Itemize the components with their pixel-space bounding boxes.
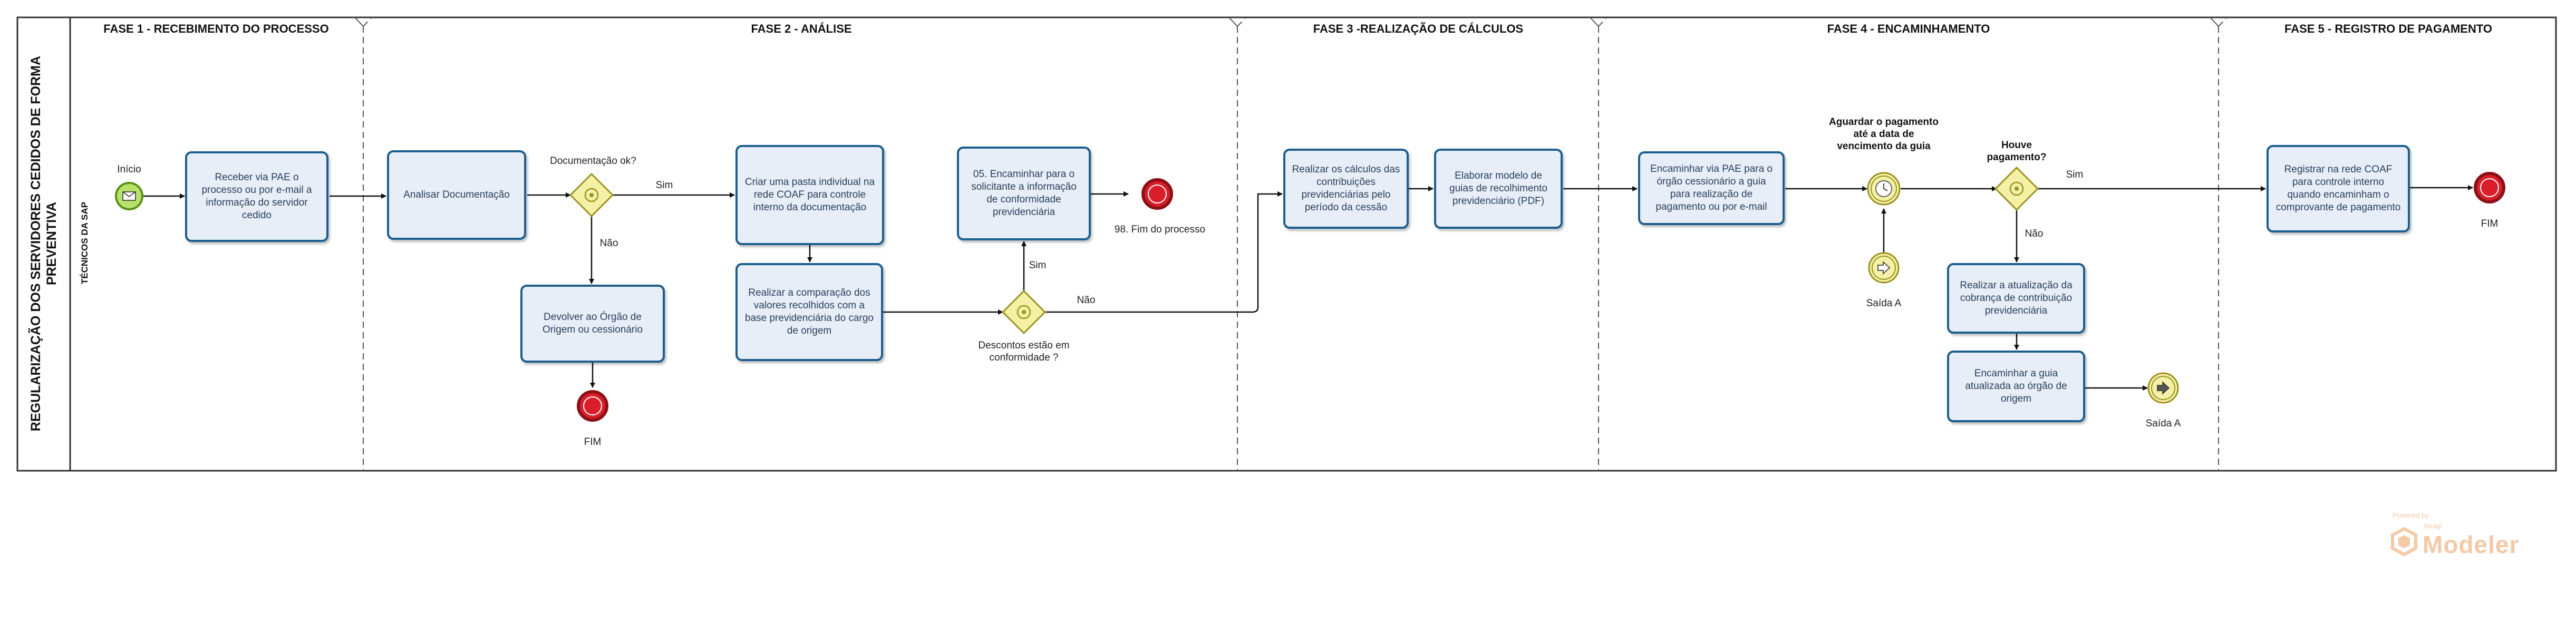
task-receber-processo[interactable]: Receber via PAE o processo ou por e-mail… — [185, 151, 328, 242]
task-encaminhar-guia[interactable]: Encaminhar a guia atualizada ao órgão de… — [1947, 351, 2085, 422]
phase-dividers — [354, 17, 2228, 471]
end-event-fim-2-label: FIM — [2481, 218, 2498, 229]
task-devolver-orgao[interactable]: Devolver ao Órgão de Origem ou cessionár… — [520, 285, 665, 363]
end-event-fim-1[interactable] — [577, 390, 608, 422]
phase-title-4: FASE 4 - ENCAMINHAMENTO — [1827, 22, 1990, 35]
gateway-houve-pagamento-label: Houve pagamento? — [1987, 140, 2047, 163]
flow-label-nao-2: Não — [1077, 295, 1096, 306]
pool-frame — [16, 16, 2557, 472]
task-encaminhar-solicitante[interactable]: 05. Encaminhar para o solicitante a info… — [957, 147, 1091, 240]
gateway-descontos-label: Descontos estão em conformidade ? — [978, 340, 1070, 363]
link-catch-event-label: Saída A — [1866, 298, 1902, 309]
watermark-brand-small: bizagi — [2424, 522, 2442, 530]
task-elaborar-modelo[interactable]: Elaborar modelo de guias de recolhimento… — [1434, 149, 1563, 229]
task-realizar-comparacao[interactable]: Realizar a comparação dos valores recolh… — [735, 263, 883, 361]
task-realizar-atualizacao[interactable]: Realizar a atualização da cobrança de co… — [1947, 263, 2085, 334]
start-event-message[interactable] — [115, 182, 143, 210]
phase-title-2: FASE 2 - ANÁLISE — [751, 22, 852, 35]
flow-label-sim-2: Sim — [1029, 260, 1047, 271]
timer-event-icon[interactable] — [1867, 172, 1901, 206]
gateway-descontos[interactable] — [1001, 289, 1047, 335]
modeler-logo-icon — [2391, 527, 2417, 557]
end-event-fim-processo-label: 98. Fim do processo — [1114, 224, 1206, 235]
sequence-flows — [142, 185, 2473, 391]
gateway-houve-pagamento[interactable] — [1994, 166, 2039, 211]
lane-title: TÉCNICOS DA SAP — [80, 201, 90, 285]
phase-title-5: FASE 5 - REGISTRO DE PAGAMENTO — [2284, 22, 2492, 35]
watermark-powered: Powered by — [2393, 511, 2429, 519]
pool-title: REGULARIZAÇÃO DOS SERVIDORES CEDIDOS DE … — [28, 55, 59, 432]
flow-label-nao-1: Não — [599, 238, 618, 249]
task-registrar-rede[interactable]: Registrar na rede COAF para controle int… — [2267, 145, 2410, 232]
timer-event-label: Aguardar o pagamento até a data de venci… — [1829, 116, 1939, 152]
task-realizar-calculos[interactable]: Realizar os cálculos das contribuições p… — [1283, 149, 1409, 229]
link-catch-event-icon[interactable] — [1868, 252, 1900, 284]
flow-label-sim-3: Sim — [2066, 169, 2084, 180]
phase-title-1: FASE 1 - RECEBIMENTO DO PROCESSO — [103, 22, 329, 35]
link-throw-event-label: Saída A — [2145, 418, 2181, 429]
start-event-label: Início — [117, 164, 141, 175]
flow-label-sim-1: Sim — [655, 180, 673, 191]
task-criar-pasta[interactable]: Criar uma pasta individual na rede COAF … — [735, 145, 884, 245]
gateway-documentacao[interactable] — [569, 172, 614, 218]
task-encaminhar-pae[interactable]: Encaminhar via PAE para o órgão cessioná… — [1638, 151, 1785, 225]
task-analisar-documentacao[interactable]: Analisar Documentação — [387, 150, 526, 240]
phase-title-3: FASE 3 -REALIZAÇÃO DE CÁLCULOS — [1313, 22, 1524, 35]
end-event-fim-2[interactable] — [2474, 172, 2505, 203]
end-event-fim-1-label: FIM — [584, 436, 602, 448]
flow-label-nao-3: Não — [2025, 228, 2044, 239]
link-throw-event-icon[interactable] — [2147, 372, 2179, 404]
end-event-fim-processo[interactable] — [1141, 178, 1173, 210]
gateway-documentacao-label: Documentação ok? — [550, 156, 636, 167]
watermark-brand: Modeler — [2423, 531, 2520, 558]
